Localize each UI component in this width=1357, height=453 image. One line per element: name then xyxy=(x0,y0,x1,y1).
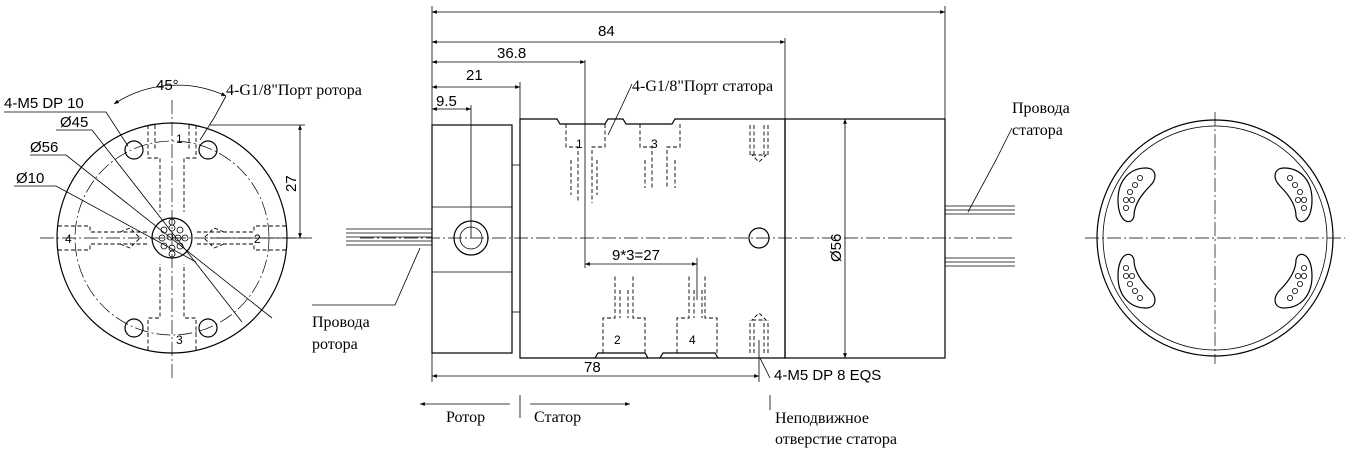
side-view: 1 3 2 4 84 36.8 xyxy=(312,6,1070,448)
stator-cap xyxy=(784,118,946,359)
m5-hole xyxy=(124,140,144,160)
m5-hole xyxy=(198,140,218,160)
angle-45: 45° xyxy=(156,77,179,94)
callout-stator-wires-line2: статора xyxy=(1012,122,1063,139)
callout-fixed-hole-line1: Неподвижное xyxy=(775,410,869,427)
port-number-2: 2 xyxy=(254,232,261,246)
stator-port-number-1: 1 xyxy=(576,137,583,151)
dim-27: 27 xyxy=(283,175,300,192)
wire-slot-group xyxy=(1274,253,1313,309)
dim-21: 21 xyxy=(466,67,483,84)
label-stator: Статор xyxy=(534,409,581,426)
port-number-3: 3 xyxy=(176,333,183,347)
stator-port-number-2: 2 xyxy=(614,333,621,347)
stator-outer-circle xyxy=(1096,119,1334,357)
callout-rotor-port: 4-G1/8"Порт ротора xyxy=(226,82,362,99)
stator-end-view xyxy=(1085,112,1345,364)
rotor-block xyxy=(431,124,513,354)
callout-rotor-wires-line2: ротора xyxy=(312,336,358,353)
callout-fixed-hole-line2: отверстие статора xyxy=(775,431,897,448)
dim-78: 78 xyxy=(584,359,601,376)
port-number-1: 1 xyxy=(176,132,183,146)
wire-slot-group xyxy=(1117,167,1156,223)
stator-port-number-4: 4 xyxy=(689,333,696,347)
port-number-4: 4 xyxy=(65,232,72,246)
label-rotor: Ротор xyxy=(446,409,485,426)
dim-84: 84 xyxy=(598,23,615,40)
callout-d10: Ø10 xyxy=(16,170,44,187)
callout-rotor-wires-line1: Провода xyxy=(312,314,370,331)
stator-port-number-3: 3 xyxy=(651,137,658,151)
callout-stator-port: 4-G1/8"Порт статора xyxy=(632,78,773,95)
dim-pitch: 9*3=27 xyxy=(612,247,660,264)
m5-hole xyxy=(198,318,218,338)
dim-9-5: 9.5 xyxy=(436,93,457,110)
rotor-end-view: 1 2 3 4 27 45° 4-M5 DP 10 4-G1/8"Порт ро… xyxy=(4,77,362,380)
rotor-wires xyxy=(346,228,432,246)
callout-stator-wires-line1: Провода xyxy=(1012,100,1070,117)
callout-m5-dp8: 4-M5 DP 8 EQS xyxy=(774,367,881,384)
wire-slot-group xyxy=(1117,253,1156,309)
dim-36-8: 36.8 xyxy=(497,45,526,62)
stator-body xyxy=(519,118,786,359)
m5-hole xyxy=(124,318,144,338)
callout-d45: Ø45 xyxy=(60,114,88,131)
stator-wires xyxy=(945,205,1015,267)
callout-d56: Ø56 xyxy=(30,139,58,156)
callout-m5-dp10: 4-M5 DP 10 xyxy=(4,95,84,112)
dim-d56-vertical: Ø56 xyxy=(828,234,845,262)
wire-slot-group xyxy=(1274,167,1313,223)
